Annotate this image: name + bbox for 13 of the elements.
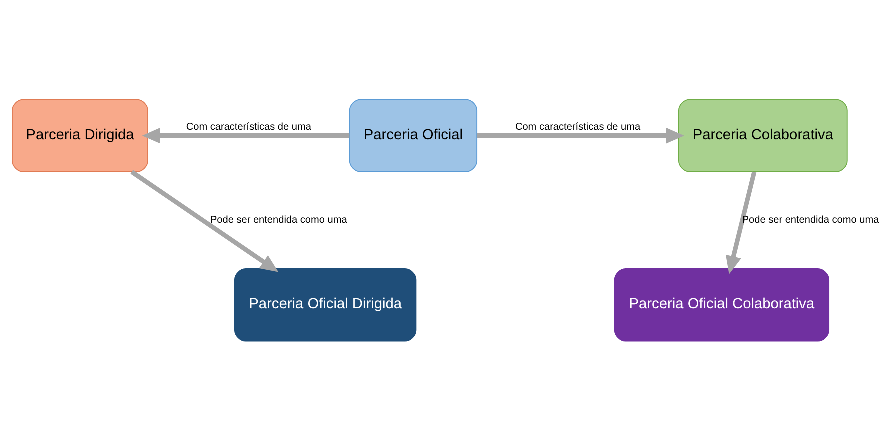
node-box: Parceria Oficial Dirigida	[234, 268, 417, 342]
edge-label: Pode ser entendida como uma	[210, 215, 348, 226]
arrow	[130, 170, 279, 272]
node-box: Parceria Oficial Colaborativa	[614, 268, 830, 342]
arrow	[477, 128, 684, 144]
node-box: Parceria Oficial	[349, 99, 478, 172]
edge-label: Com características de uma	[186, 122, 312, 134]
edge-label: Pode ser entendida como uma	[742, 215, 880, 226]
arrow	[142, 128, 350, 144]
node-box: Parceria Dirigida	[12, 99, 148, 172]
edge-label: Com características de uma	[515, 122, 641, 134]
arrow	[726, 172, 757, 274]
node-box: Parceria Colaborativa	[678, 99, 848, 172]
